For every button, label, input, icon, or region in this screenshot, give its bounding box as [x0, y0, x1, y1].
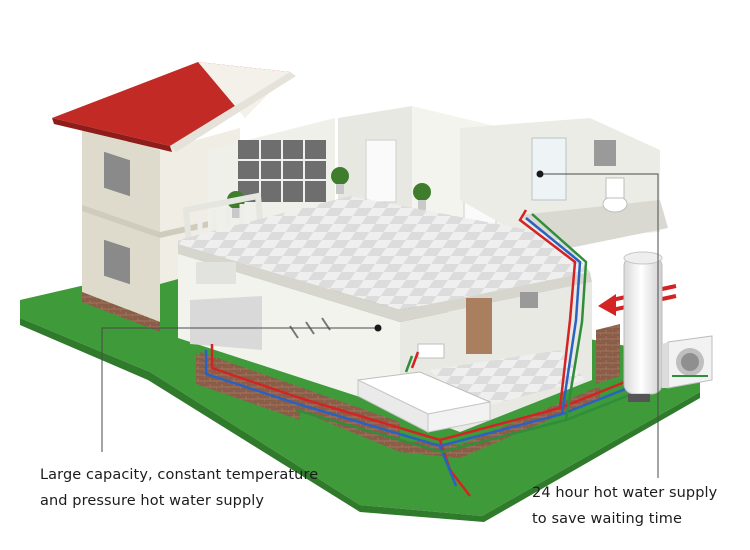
- shower-cabin: [531, 137, 567, 201]
- left-callout-text: Large capacity, constant temperature and…: [40, 462, 318, 514]
- left-callout-line: [101, 327, 378, 452]
- callout-leaders: [101, 170, 659, 478]
- left-callout-dot: [374, 324, 382, 332]
- water-heater-tank: [623, 251, 663, 402]
- left-callout-line1: Large capacity, constant temperature: [40, 467, 319, 483]
- pipe-network: [204, 209, 677, 497]
- right-callout-line: [540, 173, 659, 478]
- wash-basin: [417, 343, 445, 359]
- return-pipe: [295, 213, 633, 454]
- bathtub: [356, 371, 492, 433]
- right-callout-text: 24 hour hot water supply to save waiting…: [532, 480, 717, 532]
- kitchen: [190, 262, 331, 350]
- outdoor-heat-pump-unit: [662, 335, 713, 389]
- large-window: [238, 140, 326, 202]
- left-callout-line2: and pressure hot water supply: [40, 493, 265, 509]
- right-callout-line1: 24 hour hot water supply: [532, 485, 718, 501]
- ground-floor: [178, 254, 592, 433]
- upper-floor-walls: [208, 106, 668, 250]
- right-callout-dot: [536, 170, 544, 178]
- right-callout-line2: to save waiting time: [532, 511, 682, 527]
